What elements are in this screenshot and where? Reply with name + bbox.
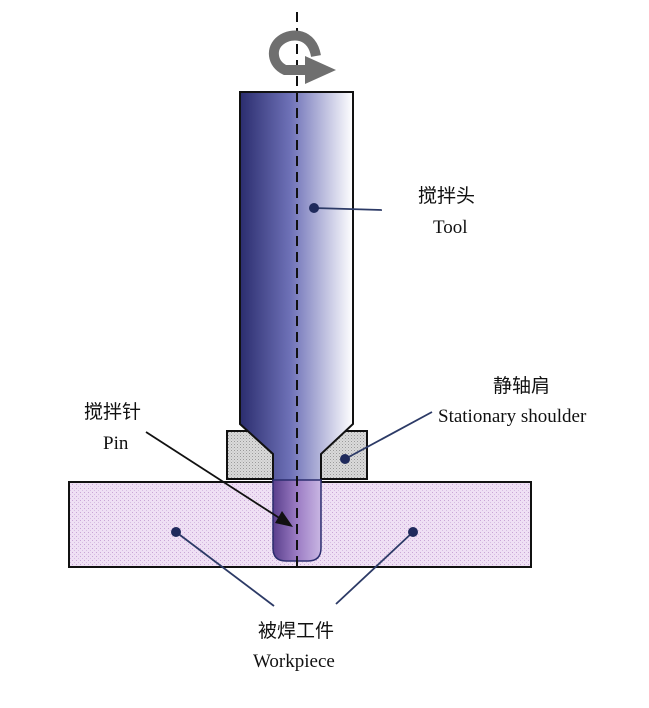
pin-label-en: Pin: [103, 433, 129, 454]
shoulder-leader: [344, 411, 433, 460]
tool-label-zh: 搅拌头: [418, 186, 476, 207]
workpiece-leader-left-dot: [171, 527, 181, 537]
tool-leader-dot: [309, 203, 319, 213]
workpiece-leader-left: [175, 531, 275, 607]
shoulder-leader-dot: [340, 454, 350, 464]
tool-leader: [313, 207, 383, 211]
shoulder-label-en: Stationary shoulder: [438, 406, 587, 427]
workpiece-leader-right: [335, 531, 414, 605]
workpiece-label-zh: 被焊工件: [258, 621, 335, 642]
rotation-arrow-icon: [269, 30, 336, 84]
shoulder-label-zh: 静轴肩: [493, 376, 551, 397]
pin-leader-arrowhead: [275, 511, 293, 527]
pin-body: [272, 479, 322, 562]
pin-label-zh: 搅拌针: [84, 402, 142, 423]
tool-label-en: Tool: [433, 217, 468, 238]
pin-leader: [145, 431, 285, 522]
workpiece-label-en: Workpiece: [253, 651, 335, 672]
workpiece-leader-right-dot: [408, 527, 418, 537]
